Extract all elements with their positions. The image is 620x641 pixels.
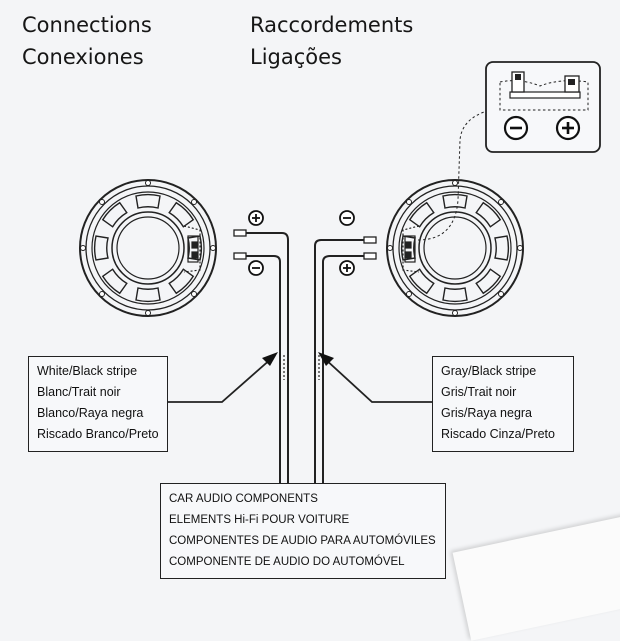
left-label-es: Blanco/Raya negra bbox=[37, 406, 144, 420]
inset-link-dashed bbox=[417, 109, 491, 241]
bottom-label-en: CAR AUDIO COMPONENTS bbox=[169, 493, 318, 505]
right-wire-label-box: Gray/Black stripe Gris/Trait noir Gris/R… bbox=[432, 356, 574, 452]
right-leader-arrow bbox=[318, 352, 432, 403]
title-ligacoes: Ligações bbox=[250, 45, 342, 69]
left-speaker bbox=[79, 179, 217, 317]
title-raccordements: Raccordements bbox=[250, 13, 414, 37]
bottom-label-es: COMPONENTES DE AUDIO PARA AUTOMÓVILES bbox=[169, 535, 436, 547]
title-conexiones: Conexiones bbox=[22, 45, 144, 69]
title-connections: Connections bbox=[22, 13, 152, 37]
wiring-diagram bbox=[79, 61, 601, 483]
left-wire-label-box: White/Black stripe Blanc/Trait noir Blan… bbox=[28, 356, 168, 452]
right-speaker bbox=[386, 179, 524, 317]
car-audio-components-box: CAR AUDIO COMPONENTS ELEMENTS Hi-Fi POUR… bbox=[160, 483, 446, 579]
left-label-fr: Blanc/Trait noir bbox=[37, 385, 121, 399]
left-label-en: White/Black stripe bbox=[37, 364, 138, 378]
right-plus-symbol bbox=[339, 260, 355, 276]
left-plugs bbox=[233, 229, 247, 260]
left-minus-symbol bbox=[248, 260, 264, 276]
right-label-fr: Gris/Trait noir bbox=[441, 385, 517, 399]
bottom-label-pt: COMPONENTE DE AUDIO DO AUTOMÓVEL bbox=[169, 556, 405, 568]
right-label-pt: Riscado Cinza/Preto bbox=[441, 427, 555, 441]
left-plus-symbol bbox=[248, 210, 264, 226]
right-minus-symbol bbox=[339, 210, 355, 226]
left-label-pt: Riscado Branco/Preto bbox=[37, 427, 159, 441]
left-leader-arrow bbox=[168, 352, 278, 403]
left-wires bbox=[246, 232, 289, 483]
left-speaker-terminal bbox=[183, 225, 201, 273]
terminal-inset bbox=[485, 61, 601, 153]
right-speaker-terminal bbox=[402, 225, 420, 273]
right-label-es: Gris/Raya negra bbox=[441, 406, 533, 420]
right-wires bbox=[314, 239, 364, 483]
right-label-en: Gray/Black stripe bbox=[441, 364, 537, 378]
right-plugs bbox=[363, 236, 377, 260]
bottom-label-fr: ELEMENTS Hi-Fi POUR VOITURE bbox=[169, 514, 350, 526]
